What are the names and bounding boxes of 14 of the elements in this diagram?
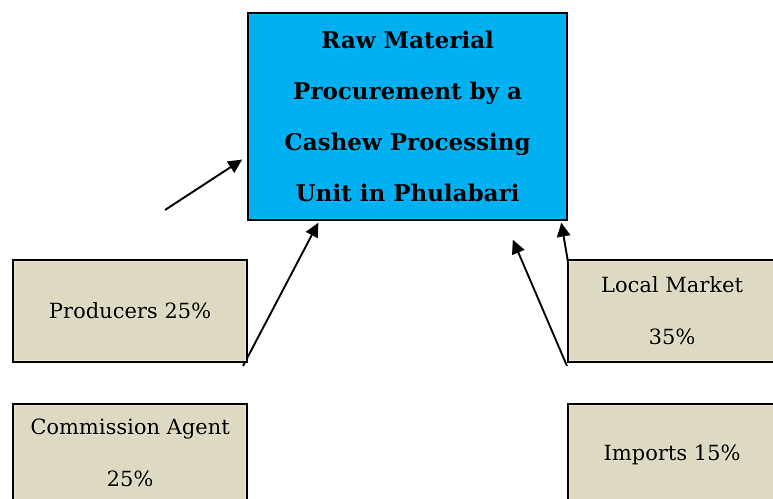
box-label: Imports 15%	[604, 440, 740, 467]
source-box	[12, 259, 248, 363]
arrow	[242, 222, 318, 366]
title-box	[247, 12, 568, 221]
box-label: Commission Agent 25%	[29, 414, 231, 493]
box-label: Producers 25%	[48, 298, 212, 325]
arrow	[556, 222, 571, 262]
source-box	[567, 259, 773, 363]
source-box	[12, 403, 248, 499]
box-title: Raw Material Procurement by a Cashew Processing Unit in Phulabari	[283, 26, 532, 208]
arrow	[512, 240, 568, 366]
source-box	[567, 403, 773, 499]
arrow	[164, 160, 242, 211]
box-label: Local Market 35%	[600, 272, 744, 351]
